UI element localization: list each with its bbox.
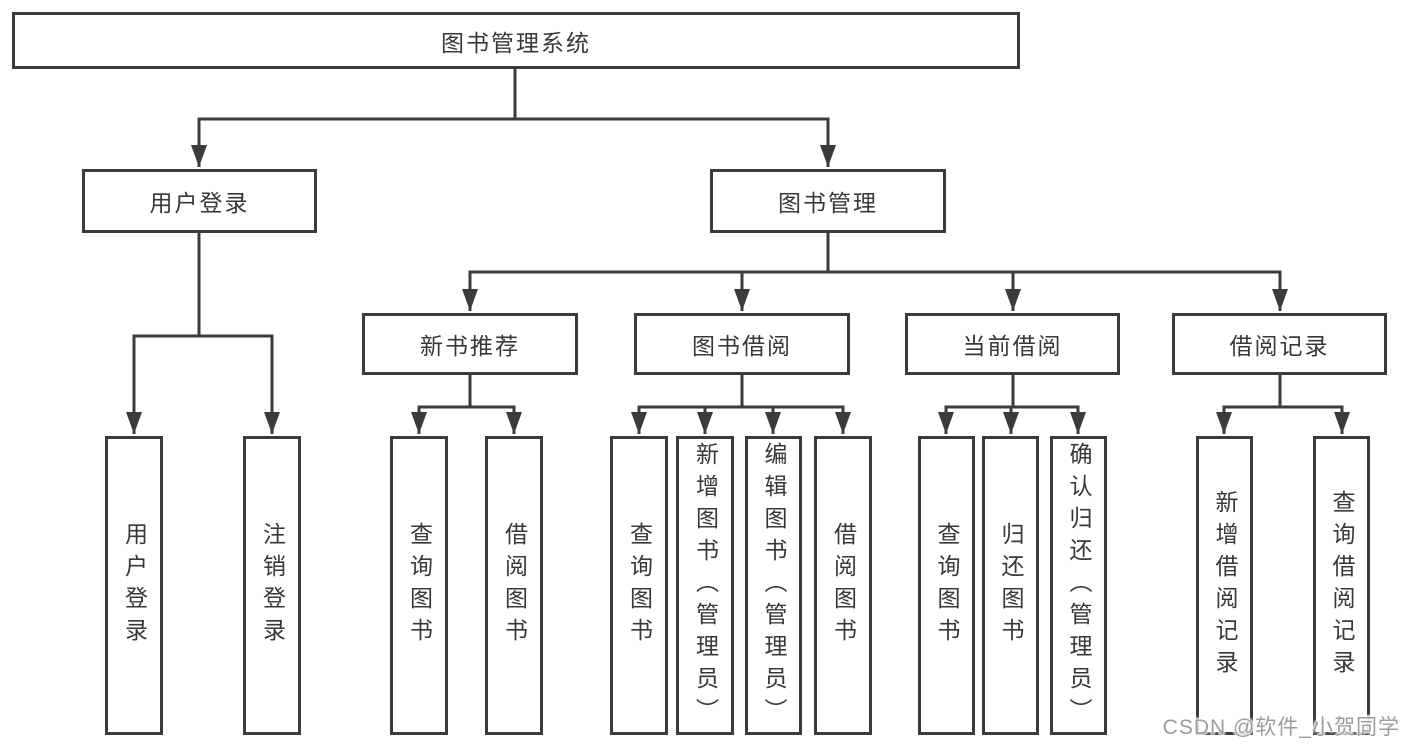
leaf-add-borrow-record: 新增借阅记录 [1196, 436, 1253, 735]
leaf-confirm-return-admin-label: 确认归还（管理员） [1066, 441, 1092, 730]
leaf-query-books-current: 查询图书 [918, 436, 975, 735]
csdn-watermark: CSDN @软件_小贺同学 [1162, 716, 1400, 739]
leaf-borrow-books-label: 借阅图书 [830, 521, 857, 650]
connector-current-borrow [938, 375, 1086, 434]
node-user-login-module-label: 用户登录 [149, 190, 250, 216]
leaf-logout: 注销登录 [243, 436, 301, 735]
leaf-edit-books-admin-label: 编辑图书（管理员） [761, 441, 787, 730]
leaf-confirm-return-admin: 确认归还（管理员） [1050, 436, 1107, 735]
leaf-query-borrow-record: 查询借阅记录 [1313, 436, 1370, 735]
leaf-add-books-admin: 新增图书（管理员） [676, 436, 734, 735]
leaf-edit-books-admin: 编辑图书（管理员） [745, 436, 802, 735]
leaf-borrow-books-recommend: 借阅图书 [485, 436, 543, 735]
connector-new-books [411, 375, 522, 434]
node-current-borrow: 当前借阅 [905, 313, 1120, 375]
node-new-book-recommend: 新书推荐 [362, 313, 578, 375]
leaf-query-books-current-label: 查询图书 [934, 521, 960, 650]
leaf-add-books-admin-label: 新增图书（管理员） [692, 441, 719, 730]
connector-book-management [462, 233, 1288, 311]
node-book-borrow: 图书借阅 [634, 313, 850, 375]
leaf-query-borrow-record-label: 查询借阅记录 [1329, 489, 1355, 682]
leaf-borrow-books-recommend-label: 借阅图书 [501, 521, 528, 650]
connector-root [191, 68, 836, 167]
node-borrow-records-label: 借阅记录 [1229, 333, 1330, 359]
node-user-login-module: 用户登录 [82, 169, 317, 233]
connector-user-login [126, 233, 280, 434]
leaf-query-books-borrow-label: 查询图书 [626, 521, 653, 650]
connector-book-borrow [631, 375, 851, 434]
leaf-user-login-label: 用户登录 [121, 521, 148, 650]
leaf-user-login: 用户登录 [105, 436, 163, 735]
node-current-borrow-label: 当前借阅 [962, 333, 1063, 359]
node-new-book-recommend-label: 新书推荐 [420, 333, 520, 359]
node-book-management-module: 图书管理 [710, 169, 946, 233]
leaf-query-books-recommend-label: 查询图书 [406, 521, 433, 650]
leaf-logout-label: 注销登录 [259, 521, 286, 650]
leaf-borrow-books: 借阅图书 [814, 436, 872, 735]
node-book-borrow-label: 图书借阅 [692, 333, 792, 359]
connector-borrow-records [1216, 375, 1350, 434]
leaf-return-books-label: 归还图书 [998, 521, 1024, 650]
node-book-management-module-label: 图书管理 [778, 190, 878, 216]
leaf-query-books-recommend: 查询图书 [390, 436, 448, 735]
leaf-query-books-borrow: 查询图书 [610, 436, 668, 735]
node-borrow-records: 借阅记录 [1172, 313, 1387, 375]
node-root-system-label: 图书管理系统 [441, 29, 591, 56]
leaf-return-books: 归还图书 [982, 436, 1039, 735]
leaf-add-borrow-record-label: 新增借阅记录 [1212, 489, 1238, 682]
node-root-system: 图书管理系统 [12, 12, 1020, 69]
